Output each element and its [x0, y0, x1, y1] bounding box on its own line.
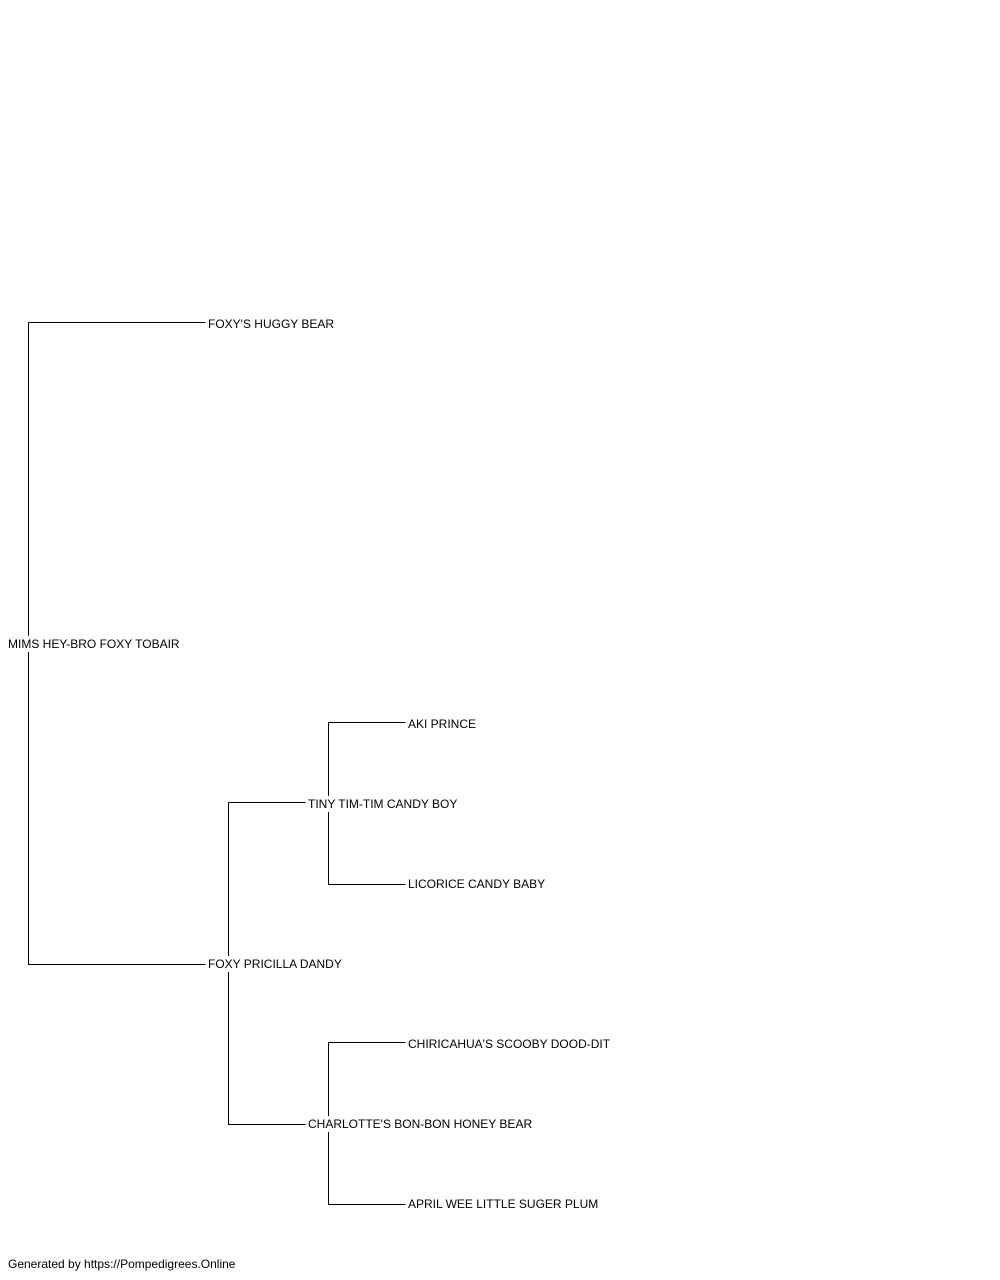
- dam-name: FOXY PRICILLA DANDY: [207, 957, 343, 971]
- dam-dam-dam-name: APRIL WEE LITTLE SUGER PLUM: [407, 1197, 600, 1211]
- connector-dam-dam-dam: [328, 1132, 406, 1205]
- sire-name: FOXY'S HUGGY BEAR: [207, 317, 336, 331]
- subject-name: MIMS HEY-BRO FOXY TOBAIR: [7, 637, 181, 651]
- connector-dam-sire-dam: [328, 812, 406, 885]
- connector-dam-sire: [228, 802, 306, 956]
- dam-sire-sire-name: AKI PRINCE: [407, 717, 478, 731]
- connector-dam-dam: [228, 972, 306, 1125]
- dam-dam-sire-name: CHIRICAHUA'S SCOOBY DOOD-DIT: [407, 1037, 612, 1051]
- dam-sire-dam-name: LICORICE CANDY BABY: [407, 877, 547, 891]
- dam-sire-name: TINY TIM-TIM CANDY BOY: [307, 797, 459, 811]
- connector-dam-dam-sire: [328, 1042, 406, 1116]
- generated-by-footer: Generated by https://Pompedigrees.Online: [8, 1257, 236, 1271]
- connector-sire: [28, 322, 206, 636]
- connector-dam: [28, 652, 206, 965]
- dam-dam-name: CHARLOTTE'S BON-BON HONEY BEAR: [307, 1117, 534, 1131]
- connector-dam-sire-sire: [328, 722, 406, 796]
